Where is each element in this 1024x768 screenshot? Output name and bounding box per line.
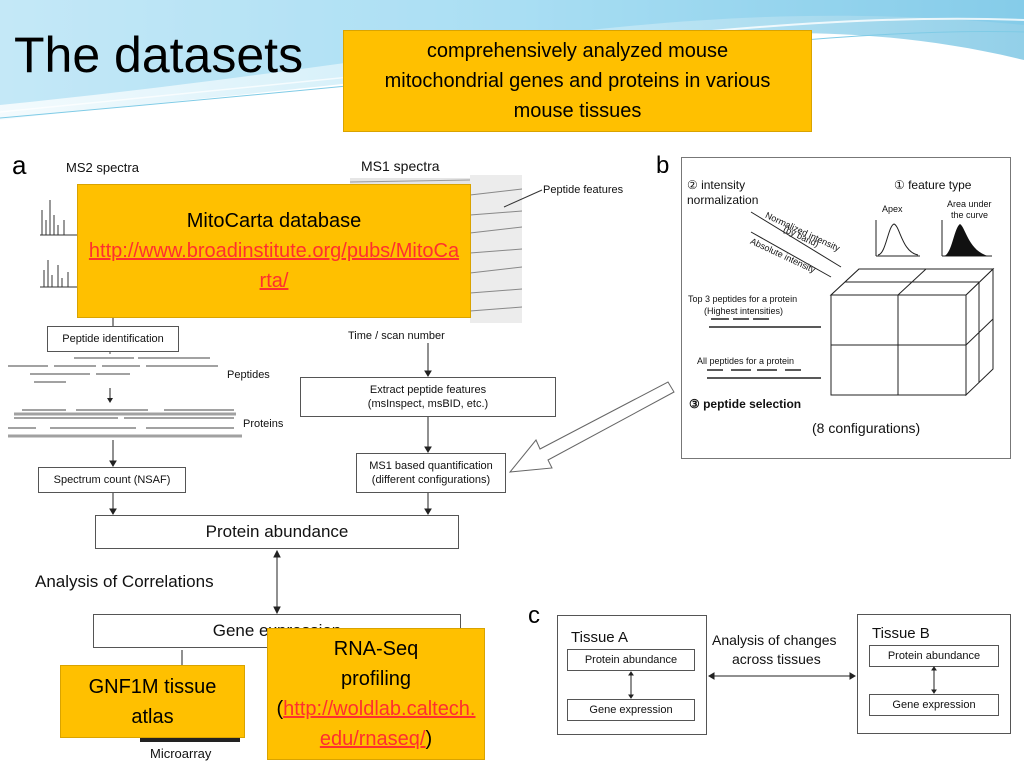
analysis-changes-line-1: Analysis of changes	[712, 632, 837, 648]
spectrum-count-box: Spectrum count (NSAF)	[38, 467, 186, 493]
mitocarta-title: MitoCarta database	[186, 210, 362, 232]
tissue-a-gene-expression: Gene expression	[567, 699, 695, 721]
tissue-b-frame	[857, 614, 1011, 734]
ms1-top-strip	[350, 178, 471, 186]
mitocarta-callout: MitoCarta database http://www.broadinsti…	[77, 184, 471, 318]
tissue-b-label: Tissue B	[872, 625, 930, 642]
area-label-1: Area under	[947, 199, 992, 209]
ms1-spectra-plot	[470, 175, 522, 323]
rnaseq-close-paren: )	[425, 728, 433, 750]
microarray-bar	[140, 738, 240, 742]
top3-peptides-label: Top 3 peptides for a protein	[688, 294, 798, 304]
tissue-b-protein-abundance: Protein abundance	[869, 645, 999, 667]
ms1quant-line-1: MS1 based quantification	[369, 460, 493, 472]
gnf-callout: GNF1M tissue atlas	[60, 665, 245, 738]
configurations-label: (8 configurations)	[812, 420, 921, 436]
area-label-2: the curve	[951, 210, 989, 220]
panel-c-letter: c	[528, 602, 540, 629]
analysis-correlations-label: Analysis of Correlations	[35, 572, 214, 591]
proteins-label: Proteins	[243, 418, 284, 430]
tissue-a-protein-abundance: Protein abundance	[567, 649, 695, 671]
panel-b-letter: b	[656, 152, 670, 179]
ms2-spectra-label: MS2 spectra	[66, 160, 139, 175]
extract-features-box: Extract peptide features (msInspect, msB…	[300, 377, 556, 417]
rnaseq-line-2: profiling	[340, 668, 412, 690]
peptide-protein-lines	[8, 352, 242, 438]
peptide-features-pointer	[503, 189, 543, 208]
tissue-b-gene-expression: Gene expression	[869, 694, 999, 716]
peptide-selection-label: ③ peptide selection	[689, 397, 802, 411]
ms1-quantification-box: MS1 based quantification (different conf…	[356, 453, 506, 493]
tissue-a-frame	[557, 615, 707, 735]
config-cube	[707, 211, 995, 397]
peptides-label: Peptides	[227, 369, 270, 381]
peptide-features-label: Peptide features	[543, 184, 624, 196]
gnf-line-1: GNF1M tissue	[88, 675, 217, 698]
feature-type-peaks	[875, 220, 992, 257]
panel-a-letter: a	[12, 150, 27, 180]
rnaseq-open-paren: (	[276, 698, 284, 720]
rnaseq-line-1: RNA-Seq	[333, 638, 419, 660]
rnaseq-link[interactable]: http://woldlab.caltech.edu/rnaseq/	[283, 698, 476, 750]
extract-line-1: Extract peptide features	[369, 384, 487, 396]
time-scan-label: Time / scan number	[348, 330, 445, 342]
peptide-identification-box: Peptide identification	[47, 326, 179, 352]
page-title: The datasets	[14, 27, 304, 83]
intensity-normalization-line-2: normalization	[687, 193, 759, 207]
microarray-label: Microarray	[150, 746, 212, 761]
ms1quant-line-2: (different configurations)	[371, 474, 491, 486]
protein-abundance-box: Protein abundance	[95, 515, 459, 549]
tissue-a-label: Tissue A	[571, 629, 628, 646]
all-peptides-label: All peptides for a protein	[697, 356, 795, 366]
panel-b-frame	[681, 157, 1011, 459]
ms2-spectra-plot	[40, 200, 84, 288]
rnaseq-link-line: (http://woldlab.caltech.edu/rnaseq/)	[268, 694, 484, 754]
apex-label: Apex	[882, 204, 903, 214]
extract-line-2: (msInspect, msBID, etc.)	[367, 398, 489, 410]
intensity-normalization-line-1: ② intensity	[687, 178, 746, 192]
feature-type-label: ① feature type	[894, 178, 972, 192]
mitocarta-link[interactable]: http://www.broadinstitute.org/pubs/MitoC…	[88, 240, 460, 292]
analysis-changes-line-2: across tissues	[732, 651, 821, 667]
subtitle-callout: comprehensively analyzed mouse mitochond…	[343, 30, 812, 132]
rnaseq-callout: RNA-Seq profiling (http://woldlab.caltec…	[267, 628, 485, 760]
ms1-spectra-label: MS1 spectra	[361, 158, 440, 174]
highest-intensities-label: (Highest intensities)	[704, 306, 784, 316]
gnf-line-2: atlas	[131, 705, 174, 728]
